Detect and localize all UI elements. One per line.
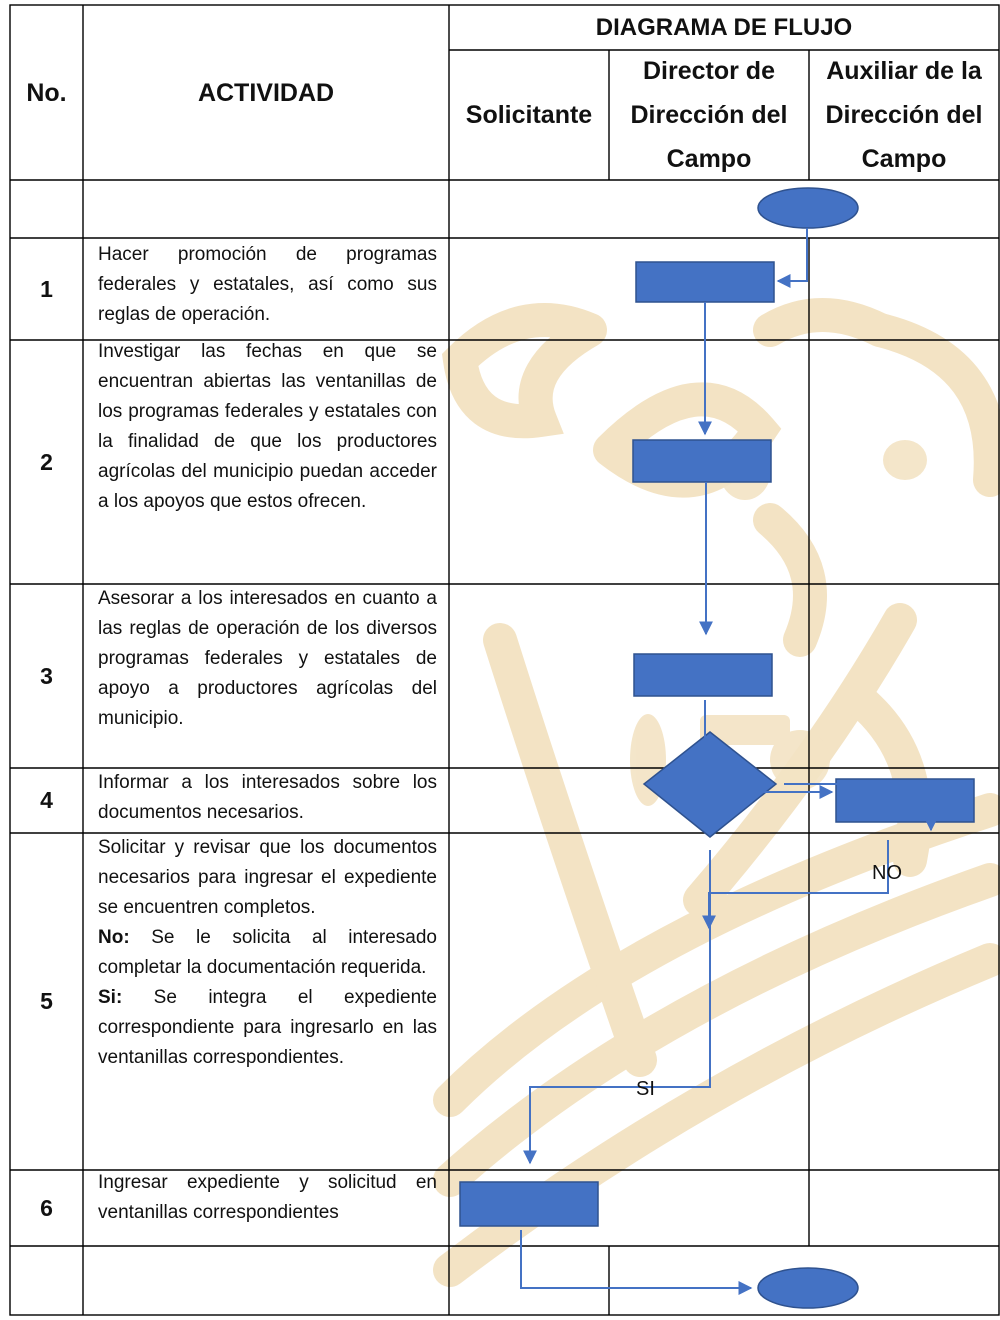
row-number: 3 bbox=[40, 662, 53, 689]
decision-no-label: No: bbox=[98, 927, 130, 948]
activity-text: Investigar las fechas en que se encuentr… bbox=[98, 341, 437, 512]
header-activity: ACTIVIDAD bbox=[197, 78, 335, 107]
activity-text: Asesorar a los interesados en cuanto a l… bbox=[98, 588, 437, 729]
row-number: 4 bbox=[40, 787, 53, 813]
lane-header-auxiliar: Auxiliar de la Dirección del Campo bbox=[825, 57, 983, 173]
flow-label-si: SI bbox=[636, 1078, 655, 1100]
row-number: 1 bbox=[40, 275, 53, 302]
activity-text: Ingresar expediente y solicitud en venta… bbox=[98, 1172, 437, 1223]
lane-header-director: Director de Dirección del Campo bbox=[630, 57, 788, 173]
row-number: 2 bbox=[40, 448, 53, 475]
lane-header-solicitante: Solicitante bbox=[465, 101, 593, 129]
row-number: 5 bbox=[40, 988, 53, 1014]
row-number: 6 bbox=[40, 1194, 53, 1221]
activity-text: Informar a los interesados sobre los doc… bbox=[98, 772, 437, 823]
diagram-title: DIAGRAMA DE FLUJO bbox=[595, 13, 853, 41]
header-no: No. bbox=[26, 78, 67, 107]
decision-si-label: Si: bbox=[98, 987, 123, 1008]
flow-label-no: NO bbox=[872, 862, 902, 884]
activity-text: Solicitar y revisar que los documentos n… bbox=[98, 837, 437, 1068]
activity-text: Hacer promoción de programas federales y… bbox=[98, 244, 437, 325]
